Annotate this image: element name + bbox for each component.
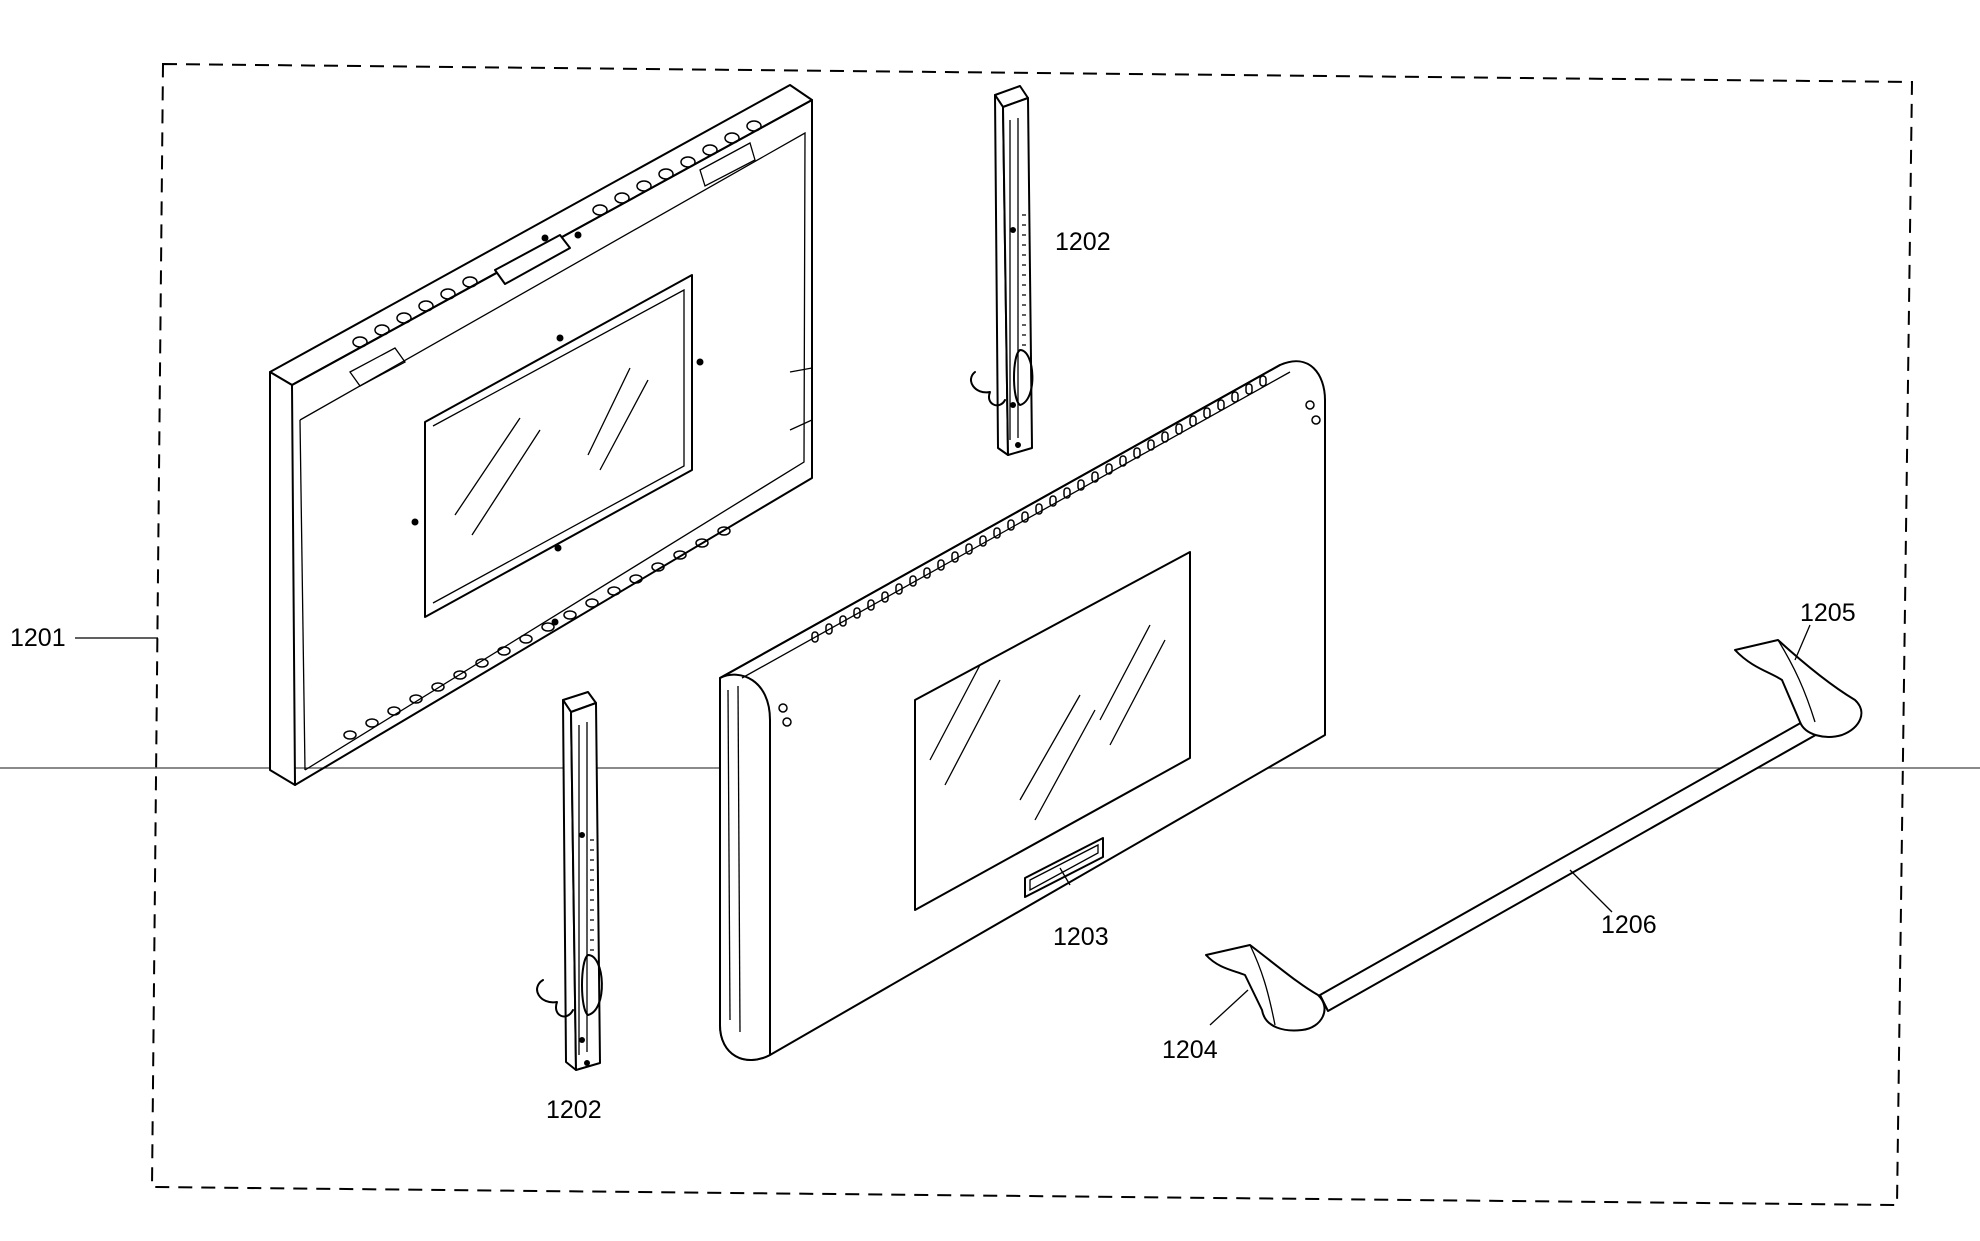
- label-1202-top: 1202: [1055, 228, 1111, 256]
- hinge-top: [970, 85, 1034, 456]
- label-1204: 1204: [1162, 1036, 1218, 1064]
- handle-right-end: [1734, 639, 1863, 738]
- outer-door-vents: [811, 375, 1267, 643]
- hinge-bottom: [536, 691, 603, 1071]
- inner-frame-lower-vents: [343, 526, 731, 740]
- assembly-boundary: [150, 62, 1914, 1207]
- inner-frame-vents: [352, 120, 762, 348]
- handle-bar: [1319, 711, 1829, 1012]
- leader-lines: [75, 624, 1811, 1026]
- label-1202-bottom: 1202: [546, 1096, 602, 1124]
- label-1203: 1203: [1053, 923, 1109, 951]
- outer-door: [719, 360, 1326, 1061]
- handle-assembly: [1205, 639, 1863, 1032]
- inner-door-frame: [269, 84, 813, 786]
- label-1206: 1206: [1601, 911, 1657, 939]
- label-1201: 1201: [10, 624, 66, 652]
- label-1205: 1205: [1800, 599, 1856, 627]
- handle-left-end: [1205, 944, 1326, 1032]
